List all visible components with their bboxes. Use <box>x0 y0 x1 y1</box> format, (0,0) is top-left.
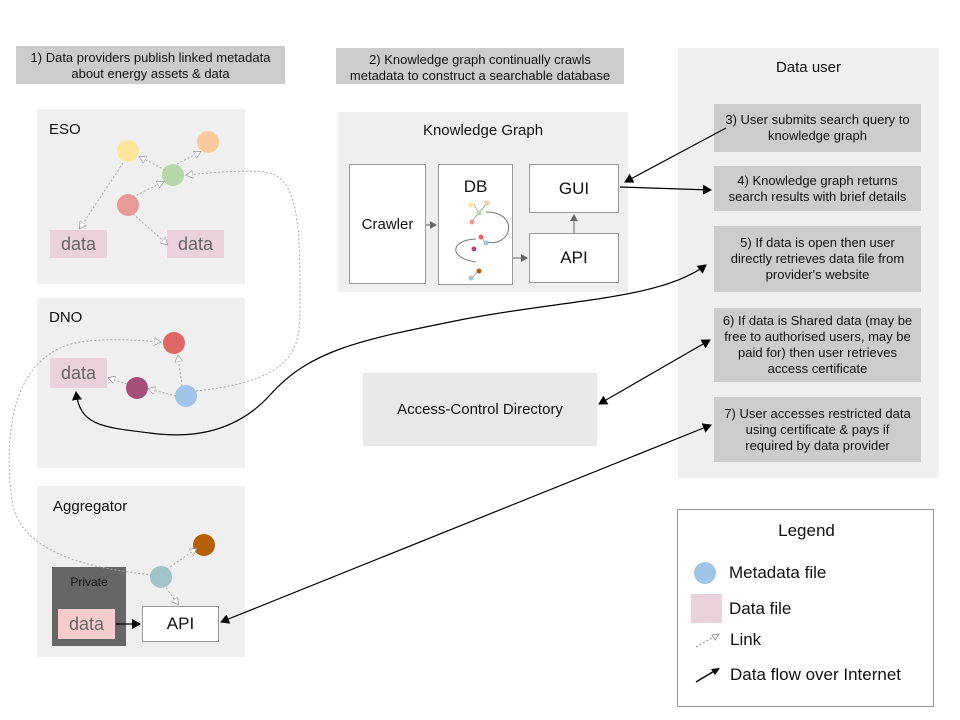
dno-metadata-node <box>175 385 197 407</box>
legend-metadata: Metadata file <box>694 562 826 584</box>
step-5-box: 5) If data is open then user directly re… <box>714 226 921 292</box>
step-4-box: 4) Knowledge graph returns search result… <box>714 166 921 211</box>
dno-data-file: data <box>50 358 107 388</box>
db-label: DB <box>463 177 488 196</box>
dno-title: DNO <box>49 309 83 326</box>
db-box: DB <box>438 164 513 285</box>
step-7-box: 7) User accesses restricted data using c… <box>714 397 921 462</box>
eso-node-yellow <box>117 140 139 162</box>
legend-metadata-swatch <box>694 562 716 584</box>
data-user-title: Data user <box>775 59 842 76</box>
legend-link-label: Link <box>730 630 762 649</box>
dno-node-purple <box>126 377 148 399</box>
dno-node-red <box>163 332 185 354</box>
access-control-directory: Access-Control Directory <box>363 373 597 446</box>
legend-title: Legend <box>778 521 835 540</box>
eso-title: ESO <box>49 121 81 138</box>
eso-data-file-1: data <box>50 230 107 258</box>
legend-datafile-label: Data file <box>729 598 792 618</box>
legend-flow-icon <box>695 668 720 683</box>
crawler-box: Crawler <box>349 164 426 284</box>
eso-node-green <box>162 164 184 186</box>
aggregator-api-box: API <box>142 606 219 642</box>
step-6-box: 6) If data is Shared data (may be free t… <box>714 308 921 382</box>
aggregator-node-brown <box>193 534 215 556</box>
providers-caption: 1) Data providers publish linked metadat… <box>16 46 285 84</box>
knowledge-graph-title: Knowledge Graph <box>422 122 544 139</box>
legend-flow: Data flow over Internet <box>693 665 901 685</box>
private-label: Private <box>70 575 108 589</box>
aggregator-metadata-node <box>150 566 172 588</box>
kg-api-box: API <box>529 233 619 283</box>
legend-link: Link <box>693 630 761 650</box>
eso-node-orange <box>197 131 219 153</box>
legend-datafile-swatch <box>691 594 722 623</box>
legend-datafile: Data file <box>691 594 791 623</box>
crawl-caption: 2) Knowledge graph continually crawls me… <box>336 48 624 84</box>
legend-metadata-label: Metadata file <box>729 563 827 582</box>
legend-box: Legend Metadata file Data file Link Data… <box>677 509 934 707</box>
eso-node-red <box>117 194 139 216</box>
aggregator-title: Aggregator <box>53 498 128 515</box>
aggregator-data-file: data <box>58 609 115 639</box>
gui-box: GUI <box>529 164 619 213</box>
legend-flow-label: Data flow over Internet <box>730 665 902 684</box>
step-3-box: 3) User submits search query to knowledg… <box>714 104 921 152</box>
eso-data-file-2: data <box>167 230 224 258</box>
legend-link-icon <box>695 633 721 648</box>
